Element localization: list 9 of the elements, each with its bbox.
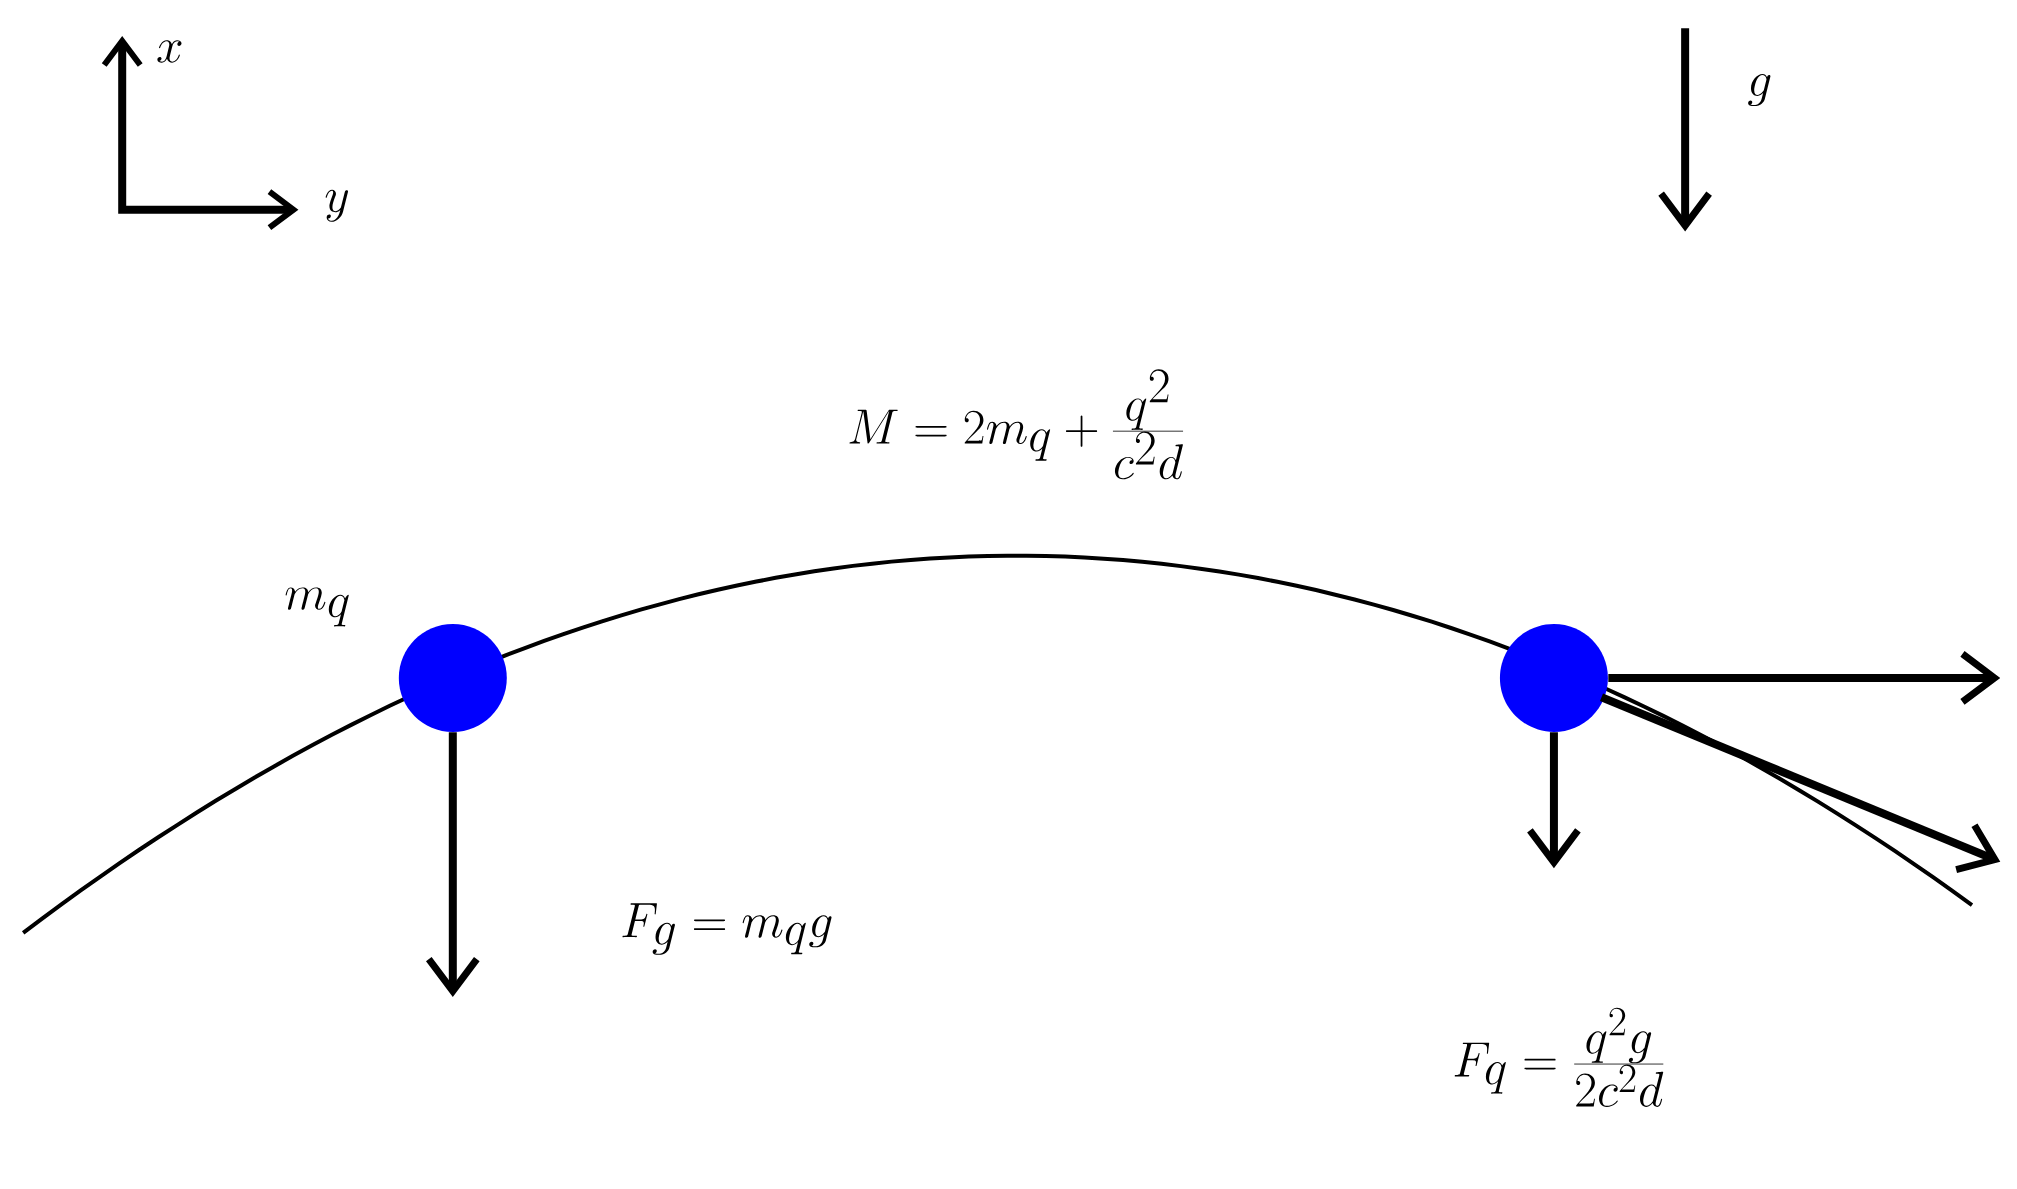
x-axis-label: $x$ [157,40,182,63]
formula: $F_q = \frac{q^2 g}{2c^2 d}$ [1454,1007,1664,1108]
formula: $F_g = m_q g$ [622,903,832,955]
gravity-label: $g$ [1748,74,1771,107]
y-axis-label: $y$ [325,189,349,223]
ball [1499,624,1608,733]
formula: $M = 2m_q + \frac{q^2}{c^2 d}$ [849,369,1184,480]
ball [398,624,507,733]
mass-label: $m_q$ [285,587,349,627]
